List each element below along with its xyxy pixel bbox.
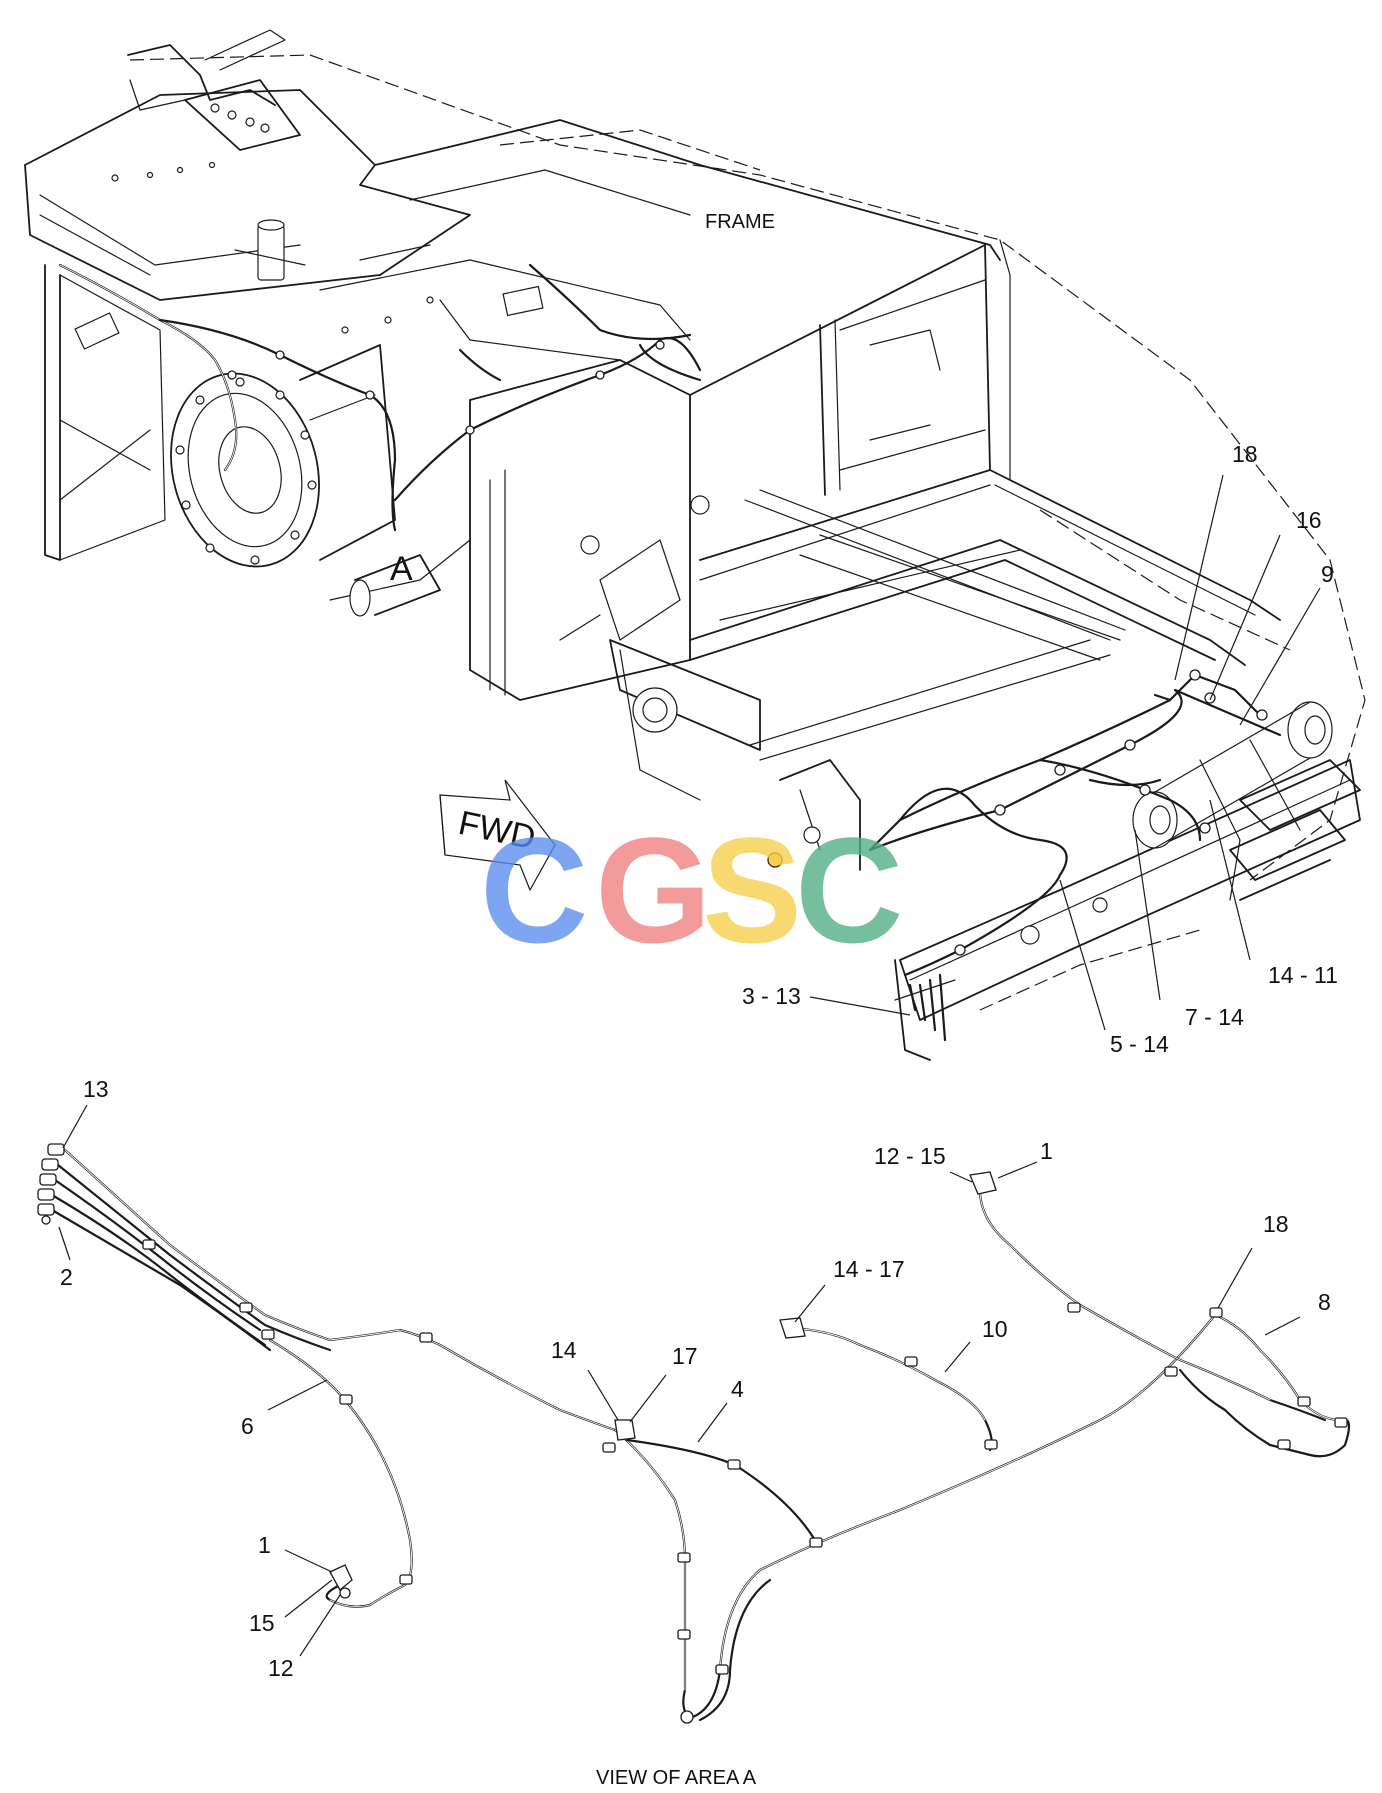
hose-bundle	[50, 1148, 617, 1432]
callout-14: 14	[551, 1337, 577, 1363]
callout-3-13: 3 - 13	[742, 983, 801, 1009]
callout-18-top: 18	[1232, 441, 1258, 467]
callout-13: 13	[83, 1076, 109, 1102]
callout-18-view: 18	[1263, 1211, 1289, 1237]
watermark-letter-c1: C	[480, 806, 588, 974]
frame-harness	[58, 263, 1282, 1042]
watermark-letter-g: G	[595, 806, 712, 974]
top-callouts: 18 16 9 14 - 11 7 - 14 5 - 14 3 - 13	[742, 441, 1338, 1057]
callout-12-15: 12 - 15	[874, 1143, 946, 1169]
callout-5-14: 5 - 14	[1110, 1031, 1169, 1057]
left-connectors	[37, 1143, 65, 1225]
callout-7-14: 7 - 14	[1185, 1004, 1244, 1030]
frame-drawing: FWD FRAME A	[24, 29, 1366, 1061]
callout-17: 17	[672, 1343, 698, 1369]
callout-15: 15	[249, 1610, 275, 1636]
watermark-logo: C G S C	[480, 806, 903, 974]
callout-4: 4	[731, 1376, 744, 1402]
view-area-a	[37, 1143, 1351, 1724]
callout-6: 6	[241, 1413, 254, 1439]
callout-14-11: 14 - 11	[1268, 962, 1338, 988]
callout-9: 9	[1321, 561, 1334, 587]
view-callouts: 13 2 6 1 15 12 14 17 4 14 - 17 10 12 - 1…	[58, 1076, 1331, 1681]
callout-8: 8	[1318, 1289, 1331, 1315]
frame-label: FRAME	[705, 211, 775, 233]
fittings	[329, 1171, 997, 1724]
watermark-letter-c2: C	[795, 806, 903, 974]
hose-clamps	[142, 1239, 1348, 1675]
flange-bolts	[175, 377, 317, 565]
area-a-marker: A	[390, 550, 413, 588]
watermark-letter-s: S	[702, 806, 802, 974]
callout-16: 16	[1296, 507, 1322, 533]
callout-14-17: 14 - 17	[833, 1256, 905, 1282]
callout-1-left: 1	[258, 1532, 271, 1558]
callout-2: 2	[60, 1264, 73, 1290]
callout-12: 12	[268, 1655, 294, 1681]
callout-10: 10	[982, 1316, 1008, 1342]
callout-1-right: 1	[1040, 1138, 1053, 1164]
view-caption: VIEW OF AREA A	[596, 1767, 757, 1789]
fwd-arrow: FWD	[439, 779, 556, 892]
